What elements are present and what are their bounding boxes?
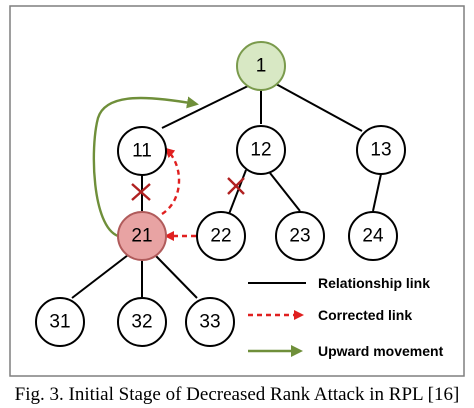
node-label: 1	[256, 56, 267, 77]
node-24: 24	[348, 211, 398, 261]
node-13: 13	[356, 125, 406, 175]
corrected-links	[161, 147, 196, 241]
link-1-11	[161, 85, 249, 129]
node-label: 24	[362, 226, 384, 247]
legend-relationship-label: Relationship link	[318, 275, 430, 291]
node-23: 23	[275, 211, 325, 261]
link-21-31	[71, 254, 129, 299]
node-22: 22	[196, 211, 246, 261]
link-21-33	[155, 255, 198, 299]
corrected-link-21-11	[161, 147, 181, 216]
node-label: 31	[49, 312, 70, 333]
node-label: 33	[199, 312, 220, 333]
cross-12-22-icon	[227, 177, 245, 195]
legend-upward-label: Upward movement	[318, 343, 444, 359]
figure-frame	[9, 5, 465, 377]
upward-movement-arrow	[92, 96, 199, 238]
legend-corrected-label: Corrected link	[318, 307, 412, 323]
node-label: 12	[250, 140, 271, 161]
node-31: 31	[35, 297, 85, 347]
link-12-23	[269, 172, 301, 212]
node-33: 33	[185, 297, 235, 347]
node-label: 23	[289, 226, 310, 247]
cross-11-21-icon	[131, 183, 151, 201]
node-1: 1	[236, 41, 286, 91]
link-13-24	[372, 173, 382, 212]
node-21-attacker: 21	[117, 211, 167, 261]
node-label: 32	[131, 312, 152, 333]
node-label: 11	[132, 141, 152, 162]
node-12: 12	[236, 125, 286, 175]
legend: Relationship link Corrected link Upward …	[248, 275, 444, 359]
figure-caption: Fig. 3. Initial Stage of Decreased Rank …	[15, 384, 460, 405]
link-1-13	[275, 83, 363, 132]
relationship-links	[71, 83, 382, 299]
node-label: 13	[370, 140, 391, 161]
node-32: 32	[117, 297, 167, 347]
node-label: 21	[131, 226, 152, 247]
node-label: 22	[210, 226, 231, 247]
broken-link-marks	[131, 177, 245, 201]
node-11: 11	[117, 126, 167, 176]
